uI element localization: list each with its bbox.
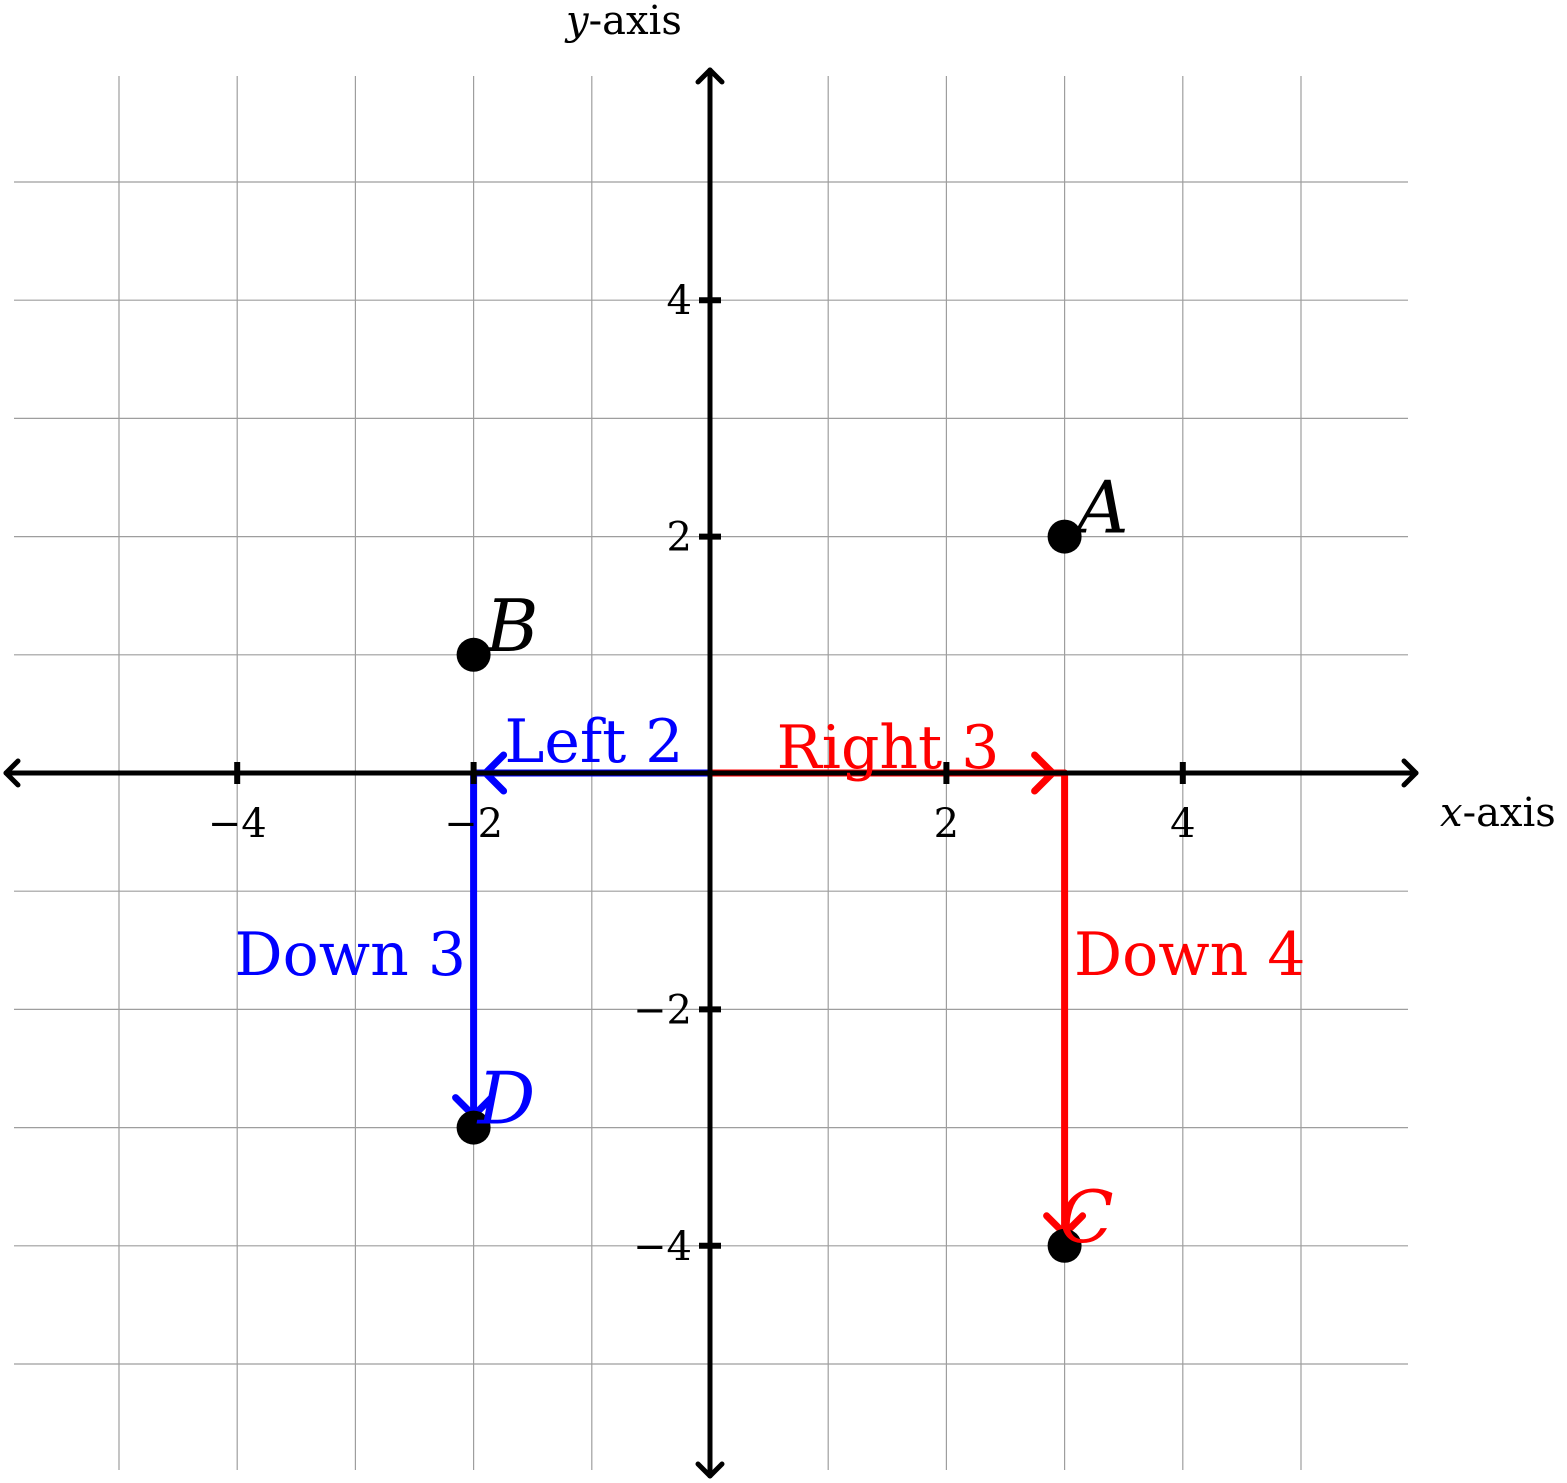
point-label-c: C	[1059, 1175, 1114, 1259]
point-label-b: B	[484, 584, 539, 668]
x-axis-label-rest: -axis	[1463, 790, 1556, 836]
x-axis-arrow-left	[3, 758, 21, 788]
y-tick-label: 2	[667, 515, 692, 561]
point-label-a: A	[1071, 466, 1129, 550]
x-tick-label: −2	[444, 801, 503, 847]
y-axis-label: y-axis	[564, 0, 682, 44]
y-axis-arrow-bottom	[695, 1461, 725, 1479]
point-b	[456, 637, 491, 672]
y-axis-arrow-top	[695, 67, 725, 85]
y-tick-label: −4	[633, 1224, 692, 1270]
path-step-label: Left 2	[505, 707, 684, 777]
y-axis-label-rest: -axis	[589, 0, 682, 44]
path-step-label: Down 3	[235, 920, 466, 990]
labels: Right 3 Down 4 Left 2 Down 3 A B C D	[235, 466, 1306, 1259]
x-axis-label-var: x	[1440, 790, 1463, 836]
x-axis-arrow-right	[1401, 758, 1419, 788]
path-step-label: Down 4	[1074, 920, 1305, 990]
y-axis-label-var: y	[564, 0, 590, 44]
x-tick-label: −4	[208, 801, 267, 847]
movement-paths	[452, 751, 1087, 1250]
y-tick-label: −2	[633, 987, 692, 1033]
point-c	[1047, 1228, 1082, 1263]
points	[456, 519, 1082, 1263]
x-tick-label: 2	[934, 801, 959, 847]
point-d	[456, 1110, 491, 1145]
y-tick-label: 4	[667, 278, 692, 324]
path-step-label: Right 3	[777, 713, 1000, 783]
point-a	[1047, 519, 1082, 554]
x-axis-label: x-axis	[1440, 790, 1556, 836]
x-tick-label: 4	[1170, 801, 1195, 847]
point-label-d: D	[476, 1057, 536, 1141]
axes	[3, 67, 1419, 1479]
axis-ticks: −4 −2 2 4 4 2 −2 −4	[208, 278, 1196, 1270]
